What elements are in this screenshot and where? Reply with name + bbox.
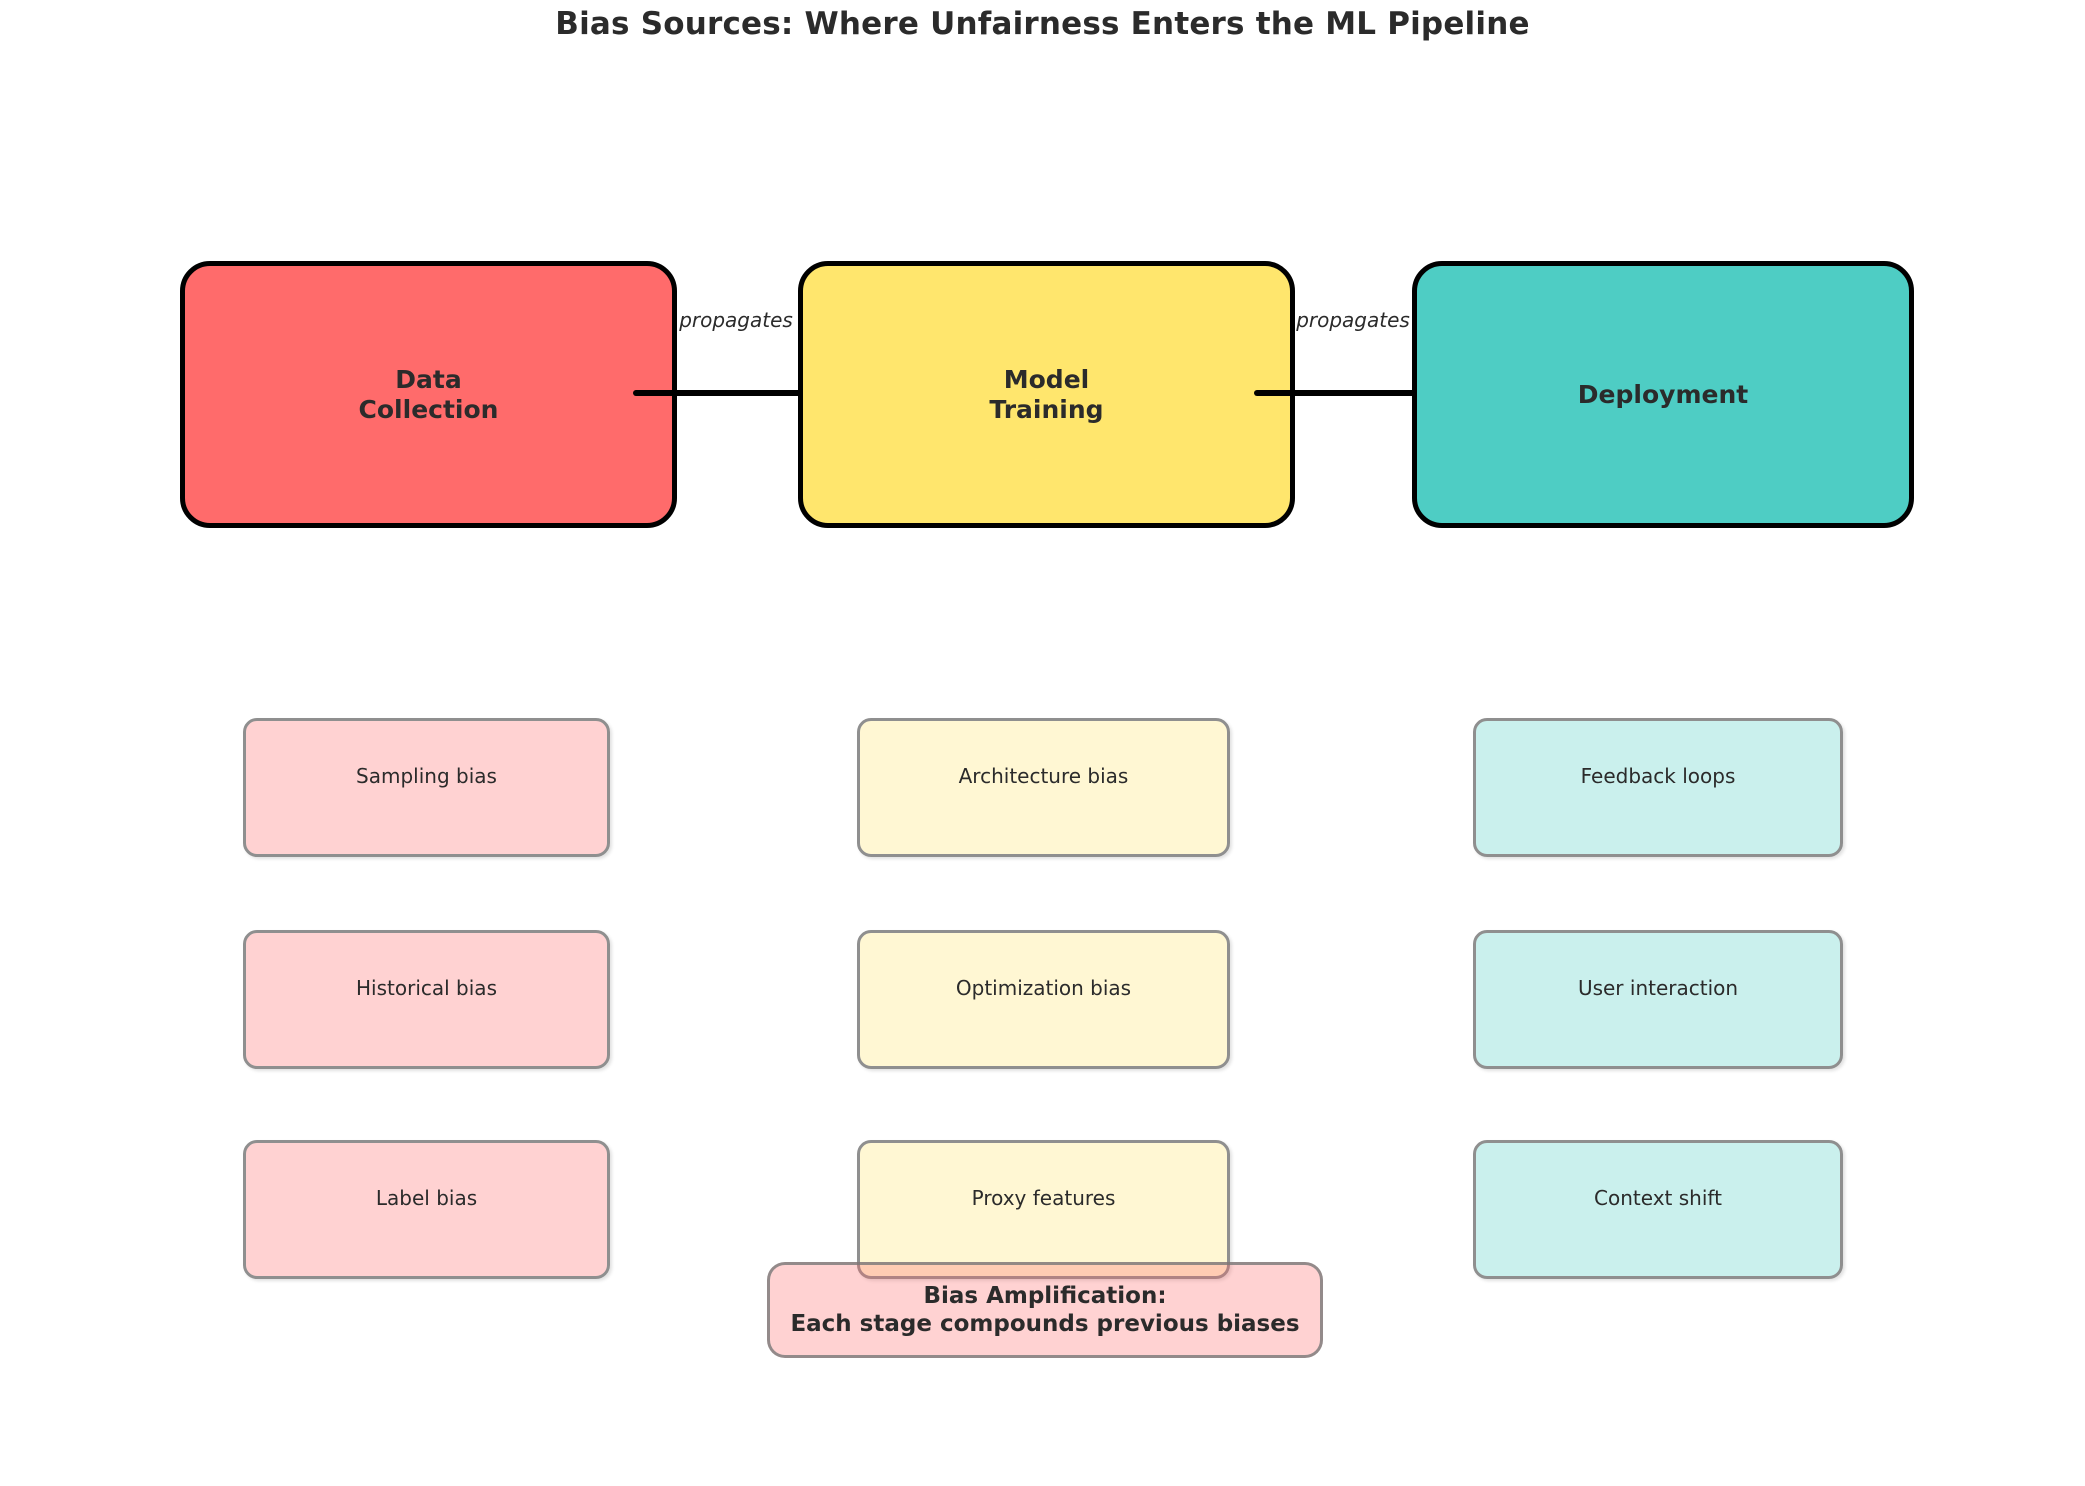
bias-amplification-note: Bias Amplification: Each stage compounds… xyxy=(767,1262,1323,1358)
bias-label: Label bias xyxy=(375,1186,478,1210)
stage-label-data-collection: Data Collection xyxy=(358,364,499,424)
bias-label: Proxy features xyxy=(971,1186,1116,1210)
bias-box-architecture-bias: Architecture bias xyxy=(857,718,1230,857)
bias-label: Architecture bias xyxy=(958,764,1129,788)
connector-line-2 xyxy=(1254,390,1415,396)
stage-box-model-training: Model Training xyxy=(798,261,1295,528)
connector-line-1 xyxy=(633,390,803,396)
bias-label: Historical bias xyxy=(356,976,497,1000)
stage-box-deployment: Deployment xyxy=(1412,261,1914,528)
bias-label: Context shift xyxy=(1594,1186,1722,1210)
stage-box-data-collection: Data Collection xyxy=(180,261,677,528)
bias-box-optimization-bias: Optimization bias xyxy=(857,930,1230,1069)
bias-label: Feedback loops xyxy=(1580,764,1736,788)
connector-label-propagates-1: propagates xyxy=(679,308,793,332)
connector-label-propagates-2: propagates xyxy=(1296,308,1410,332)
bias-box-user-interaction: User interaction xyxy=(1473,930,1843,1069)
bias-box-historical-bias: Historical bias xyxy=(243,930,610,1069)
stage-label-deployment: Deployment xyxy=(1577,379,1749,409)
bias-box-feedback-loops: Feedback loops xyxy=(1473,718,1843,857)
stage-label-model-training: Model Training xyxy=(989,364,1104,424)
page-title: Bias Sources: Where Unfairness Enters th… xyxy=(555,6,1530,42)
bias-box-label-bias: Label bias xyxy=(243,1140,610,1279)
bias-box-context-shift: Context shift xyxy=(1473,1140,1843,1279)
bias-box-proxy-features: Proxy features xyxy=(857,1140,1230,1279)
bias-amplification-note-label: Bias Amplification: Each stage compounds… xyxy=(790,1282,1300,1337)
bias-box-sampling-bias: Sampling bias xyxy=(243,718,610,857)
bias-label: Optimization bias xyxy=(955,976,1132,1000)
bias-label: Sampling bias xyxy=(356,764,497,788)
bias-label: User interaction xyxy=(1577,976,1739,1000)
